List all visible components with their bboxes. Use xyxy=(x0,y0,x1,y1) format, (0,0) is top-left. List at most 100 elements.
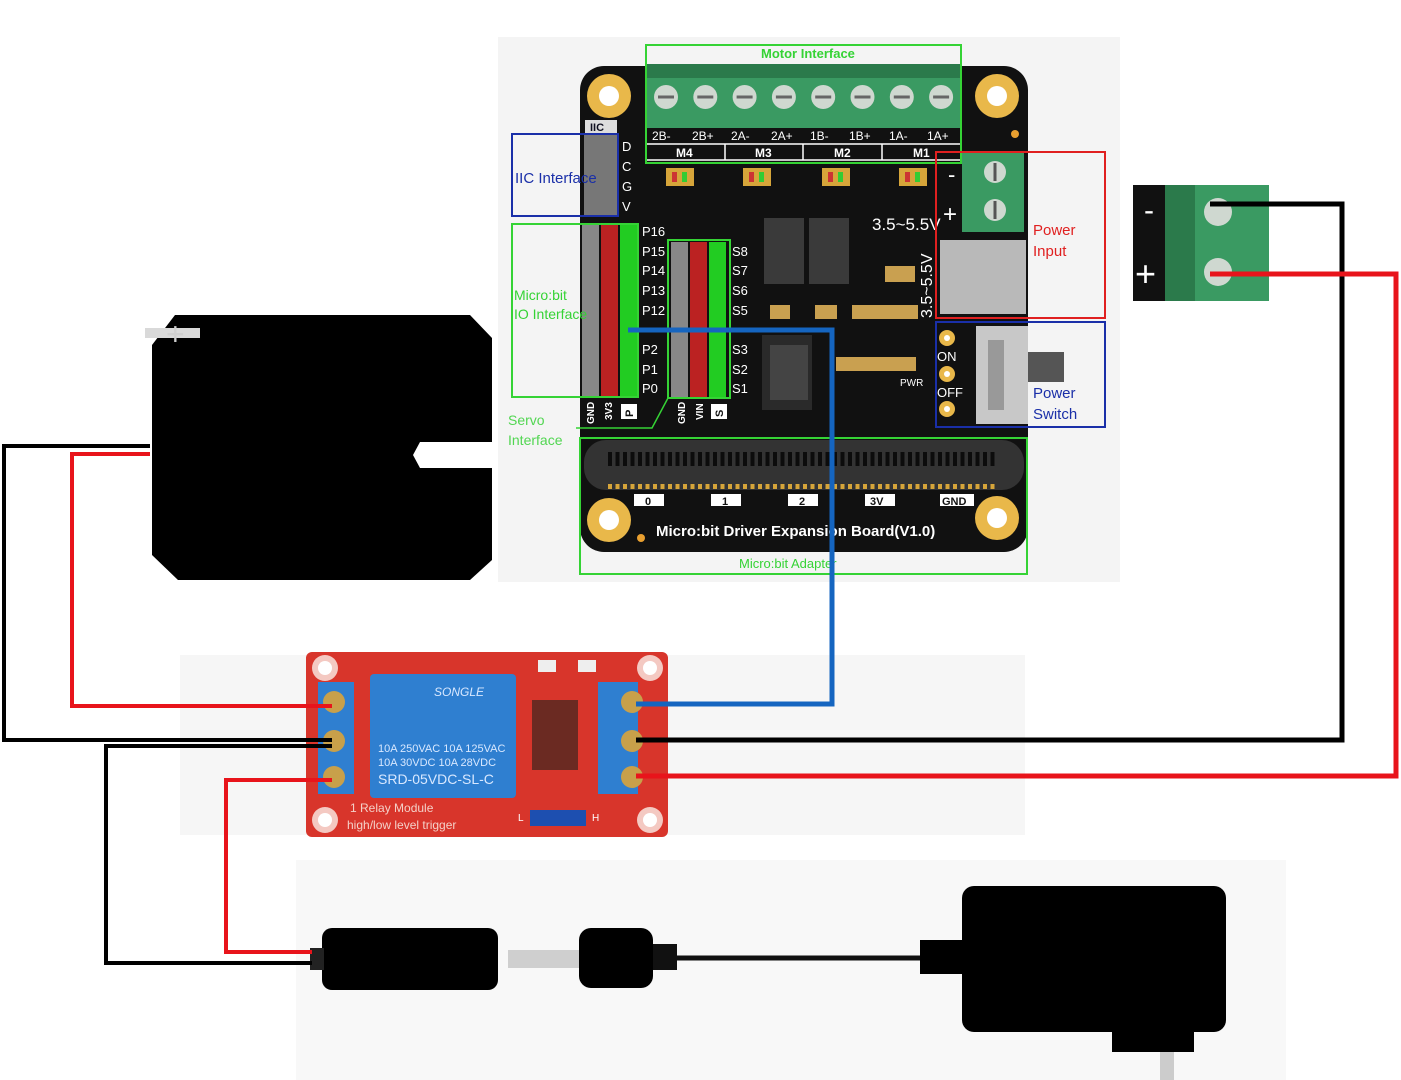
relay-module-label: 1 Relay Module xyxy=(350,801,434,815)
edge-pin xyxy=(930,452,935,466)
edge-pin-pad xyxy=(705,484,710,489)
edge-pad-label: 2 xyxy=(799,496,805,508)
edge-pin xyxy=(825,452,830,466)
servo-pin-label: S2 xyxy=(732,362,748,377)
edge-pin-pad xyxy=(908,484,912,489)
iic-pin-label: D xyxy=(622,139,631,154)
edge-pin-pad xyxy=(690,484,695,489)
edge-pin xyxy=(788,452,792,466)
edge-pin xyxy=(608,452,612,466)
switch-off-label: OFF xyxy=(937,385,963,400)
edge-pin-pad xyxy=(660,484,665,489)
edge-pin xyxy=(818,452,822,466)
servo-pin-label: S1 xyxy=(732,381,748,396)
edge-pin xyxy=(795,452,800,466)
edge-pin-pad xyxy=(713,484,717,489)
relay-model: SRD-05VDC-SL-C xyxy=(378,771,494,787)
edge-pin-pad xyxy=(863,484,867,489)
edge-pin xyxy=(810,452,815,466)
edge-pin-pad xyxy=(728,484,732,489)
relay-spec: 10A 30VDC 10A 28VDC xyxy=(378,757,496,769)
edge-pin-pad xyxy=(653,484,657,489)
edge-pins xyxy=(608,452,995,489)
edge-pin-pad xyxy=(938,484,942,489)
voltage-label-vertical: 3.5~5.5V xyxy=(919,253,936,318)
jumper-l-label: L xyxy=(518,813,524,824)
power-input-box xyxy=(935,151,1106,319)
status-leds xyxy=(666,168,927,186)
edge-pin xyxy=(765,452,770,466)
edge-pin-pad xyxy=(750,484,755,489)
water-pump: + xyxy=(143,297,500,587)
edge-pin xyxy=(923,452,927,466)
edge-pin-pad xyxy=(668,484,672,489)
edge-pin-pad xyxy=(638,484,642,489)
edge-pin-pad xyxy=(923,484,927,489)
microbit-io-label: Micro:bit xyxy=(514,287,567,303)
iic-header: IIC D C G V xyxy=(584,120,632,215)
edge-pin xyxy=(840,452,845,466)
motor-group-label: M3 xyxy=(755,146,772,160)
motor-terminal-label: 1A- xyxy=(889,129,908,143)
edge-pin xyxy=(803,452,807,466)
io-bottom-label: GND xyxy=(586,402,597,424)
motor-terminal-label: 1A+ xyxy=(927,129,949,143)
servo-pin-label: S8 xyxy=(732,244,748,259)
pwr-label: PWR xyxy=(900,378,923,389)
edge-pin-pad xyxy=(818,484,822,489)
driver-ics xyxy=(762,218,918,410)
edge-pin xyxy=(645,452,650,466)
edge-pin-pad xyxy=(803,484,807,489)
edge-pin-pad xyxy=(930,484,935,489)
relay-vcc-wire xyxy=(636,271,1399,779)
io-pin-label: P12 xyxy=(642,303,665,318)
edge-pin xyxy=(863,452,867,466)
edge-pin xyxy=(870,452,875,466)
edge-pin-pad xyxy=(983,484,987,489)
edge-pad-label: 3V xyxy=(870,496,884,508)
power-input-label: Power xyxy=(1033,222,1076,239)
edge-pin-pad xyxy=(788,484,792,489)
power-switch-label: Switch xyxy=(1033,406,1077,423)
annotation-boxes: Motor Interface IIC Interface Micro:bit … xyxy=(508,44,1106,575)
relay-spec: 10A 250VAC 10A 125VAC xyxy=(378,743,505,755)
microbit-adapter-label: Micro:bit Adapter xyxy=(739,556,837,571)
motor-interface-label: Motor Interface xyxy=(761,46,855,61)
edge-pin xyxy=(668,452,672,466)
microbit-io-label: IO Interface xyxy=(514,306,587,322)
edge-pin xyxy=(623,452,627,466)
edge-pin-pad xyxy=(833,484,837,489)
edge-pin xyxy=(900,452,905,466)
servo-bottom-label: S xyxy=(714,410,726,417)
edge-pin xyxy=(878,452,882,466)
motor-group-label: M4 xyxy=(676,146,693,160)
io-header: P16 P15 P14 P13 P12 P2 P1 P0 GND 3V3 P xyxy=(582,224,665,424)
driver-expansion-board: 2B- 2B+ 2A- 2A+ 1B- 1B+ 1A- 1A+ M4 M3 M2… xyxy=(498,37,1120,582)
motor-terminal-block: 2B- 2B+ 2A- 2A+ 1B- 1B+ 1A- 1A+ M4 M3 M2… xyxy=(646,64,960,161)
servo-header: S8 S7 S6 S5 S3 S2 S1 GND VIN S xyxy=(671,242,748,424)
terminal-plus-label: + xyxy=(1135,253,1156,294)
edge-pin-pad xyxy=(878,484,882,489)
edge-pin-pad xyxy=(758,484,762,489)
power-input-label: Input xyxy=(1033,243,1067,260)
edge-pin-pad xyxy=(968,484,972,489)
iic-interface-box xyxy=(511,133,619,217)
pump-red-wire xyxy=(70,452,332,708)
servo-pin-label: S3 xyxy=(732,342,748,357)
motor-terminal-label: 2A+ xyxy=(771,129,793,143)
edge-pin xyxy=(833,452,837,466)
microbit-edge-connector: 0 1 2 3V GND xyxy=(584,440,1024,508)
edge-pin-pad xyxy=(780,484,785,489)
terminal-minus-label: - xyxy=(1144,194,1154,227)
edge-pin xyxy=(758,452,762,466)
iic-pin-label: C xyxy=(622,159,631,174)
iic-pin-label: G xyxy=(622,179,632,194)
edge-pin xyxy=(975,452,980,466)
edge-pin xyxy=(728,452,732,466)
edge-pin-pad xyxy=(885,484,890,489)
edge-pin-pad xyxy=(953,484,957,489)
edge-pin xyxy=(990,452,995,466)
edge-pin-pad xyxy=(893,484,897,489)
edge-pin xyxy=(653,452,657,466)
io-pin-label: P16 xyxy=(642,224,665,239)
